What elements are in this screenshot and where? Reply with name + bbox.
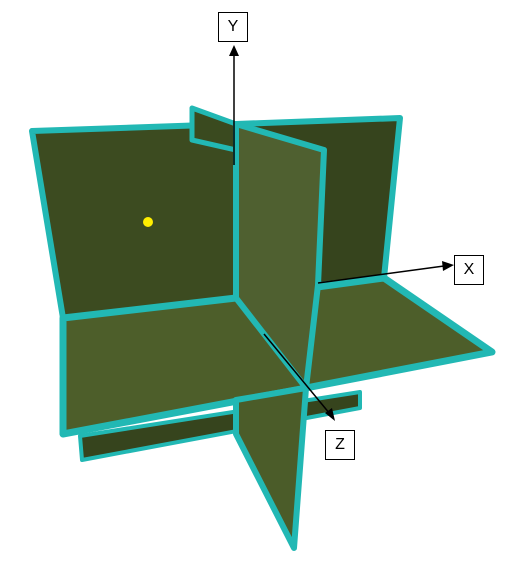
x-axis-label: X [454, 255, 484, 285]
yz-panel-back [189, 105, 239, 153]
yz-panel-front-lower [233, 385, 309, 551]
x-axis-line [317, 265, 445, 284]
y-axis-label: Y [218, 12, 248, 42]
z-axis-arrowhead [325, 408, 335, 421]
y-axis-arrowhead [229, 45, 239, 56]
marker-dot [143, 217, 153, 227]
x-axis-arrowhead [442, 261, 454, 271]
yz-panel-front-upper [233, 121, 327, 391]
z-axis-label: Z [325, 430, 355, 460]
back-wall-left-panel [29, 121, 239, 321]
z-axis-line [263, 333, 331, 415]
